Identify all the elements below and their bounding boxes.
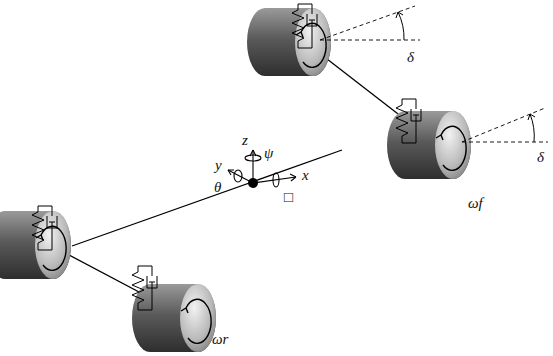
axis-label: □ [284, 190, 293, 205]
wheel-speed: ωr [212, 332, 228, 347]
axis-label: x [302, 168, 309, 183]
axis-label: z [242, 133, 248, 148]
wheel-speed: ωf [468, 196, 483, 211]
axis-label: y [215, 158, 222, 173]
axis-label: ψ [264, 146, 273, 161]
steer-angle: δ [407, 50, 414, 65]
steer-angle: δ [537, 150, 544, 165]
axis-label: θ [214, 180, 221, 195]
